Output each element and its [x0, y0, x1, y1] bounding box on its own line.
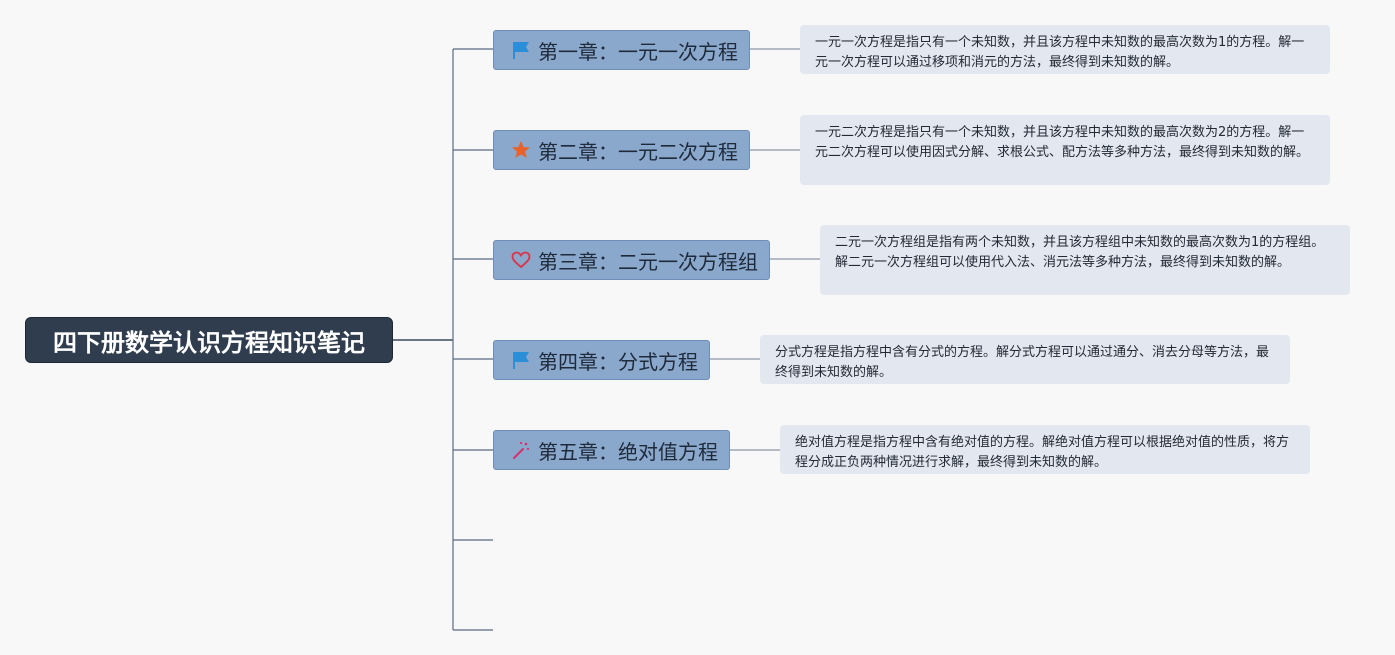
chapter-1-topic[interactable]: 第一章：一元一次方程 — [493, 30, 750, 70]
chapter-5-title: 第五章：绝对值方程 — [538, 439, 718, 464]
chapter-1-title: 第一章：一元一次方程 — [538, 39, 738, 64]
root-topic[interactable]: 四下册数学认识方程知识笔记 — [25, 317, 393, 363]
chapter-5-topic[interactable]: 第五章：绝对值方程 — [493, 430, 730, 470]
star-icon — [510, 139, 532, 161]
chapter-4-topic[interactable]: 第四章：分式方程 — [493, 340, 710, 380]
chapter-1-note[interactable]: 一元一次方程是指只有一个未知数，并且该方程中未知数的最高次数为1的方程。解一元一… — [800, 25, 1330, 74]
chapter-3-topic[interactable]: 第三章：二元一次方程组 — [493, 240, 770, 280]
chapter-4-note[interactable]: 分式方程是指方程中含有分式的方程。解分式方程可以通过通分、消去分母等方法，最终得… — [760, 335, 1290, 384]
chapter-3-note[interactable]: 二元一次方程组是指有两个未知数，并且该方程组中未知数的最高次数为1的方程组。解二… — [820, 225, 1350, 295]
heart-icon — [510, 249, 532, 271]
chapter-2-note[interactable]: 一元二次方程是指只有一个未知数，并且该方程中未知数的最高次数为2的方程。解一元二… — [800, 115, 1330, 185]
chapter-2-topic[interactable]: 第二章：一元二次方程 — [493, 130, 750, 170]
chapter-5-note[interactable]: 绝对值方程是指方程中含有绝对值的方程。解绝对值方程可以根据绝对值的性质，将方程分… — [780, 425, 1310, 474]
flag-icon — [510, 349, 532, 371]
magic-wand-icon — [510, 439, 532, 461]
chapter-3-title: 第三章：二元一次方程组 — [538, 249, 758, 274]
chapter-2-title: 第二章：一元二次方程 — [538, 139, 738, 164]
flag-icon — [510, 39, 532, 61]
chapter-4-title: 第四章：分式方程 — [538, 349, 698, 374]
